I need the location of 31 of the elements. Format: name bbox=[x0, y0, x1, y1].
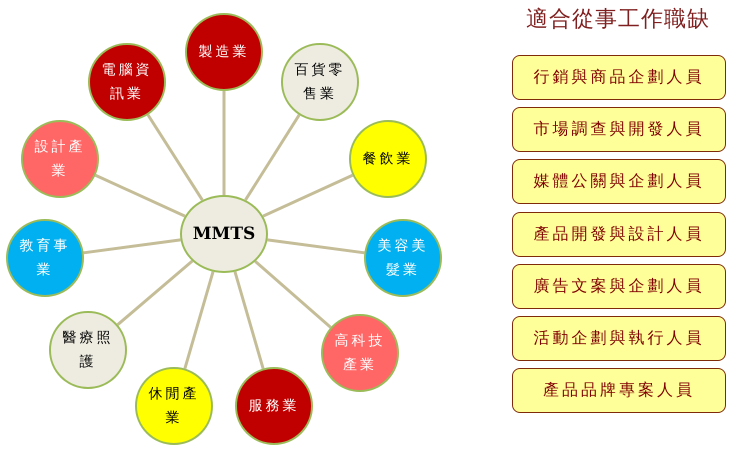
industry-circle: 教育事業 bbox=[6, 219, 84, 297]
industry-circle: 設計產業 bbox=[21, 120, 99, 198]
industry-circle: 醫療照護 bbox=[49, 311, 127, 389]
connector-line bbox=[222, 91, 226, 195]
connector-line bbox=[267, 238, 365, 254]
connector-line bbox=[146, 114, 204, 201]
job-box: 媒體公關與企劃人員 bbox=[512, 159, 726, 204]
connector-line bbox=[234, 271, 265, 369]
job-box: 產品開發與設計人員 bbox=[512, 212, 726, 257]
connector-line bbox=[116, 260, 194, 326]
industry-circle: 百貨零售業 bbox=[281, 43, 359, 121]
list-heading: 適合從事工作職缺 bbox=[525, 6, 711, 34]
industry-circle: 服務業 bbox=[235, 367, 313, 445]
job-box: 市場調查與開發人員 bbox=[512, 107, 726, 152]
industry-circle: 高科技產業 bbox=[321, 314, 399, 392]
industry-circle: 休閒產業 bbox=[135, 367, 213, 445]
industry-circle: 電腦資訊業 bbox=[88, 43, 166, 121]
connector-line bbox=[183, 271, 214, 369]
connector-line bbox=[244, 114, 300, 201]
industry-circle: 美容美髮業 bbox=[364, 219, 442, 297]
connector-line bbox=[83, 238, 181, 254]
job-box: 行銷與商品企劃人員 bbox=[512, 55, 726, 100]
connector-line bbox=[94, 174, 186, 218]
job-box: 產品品牌專案人員 bbox=[512, 368, 726, 414]
connector-line bbox=[254, 260, 332, 328]
job-box: 廣告文案與企劃人員 bbox=[512, 264, 726, 309]
hub-circle: MMTS bbox=[180, 195, 268, 273]
industry-circle: 製造業 bbox=[185, 13, 263, 91]
connector-line bbox=[262, 174, 354, 218]
industry-circle: 餐飲業 bbox=[349, 120, 427, 198]
job-box: 活動企劃與執行人員 bbox=[512, 316, 726, 361]
